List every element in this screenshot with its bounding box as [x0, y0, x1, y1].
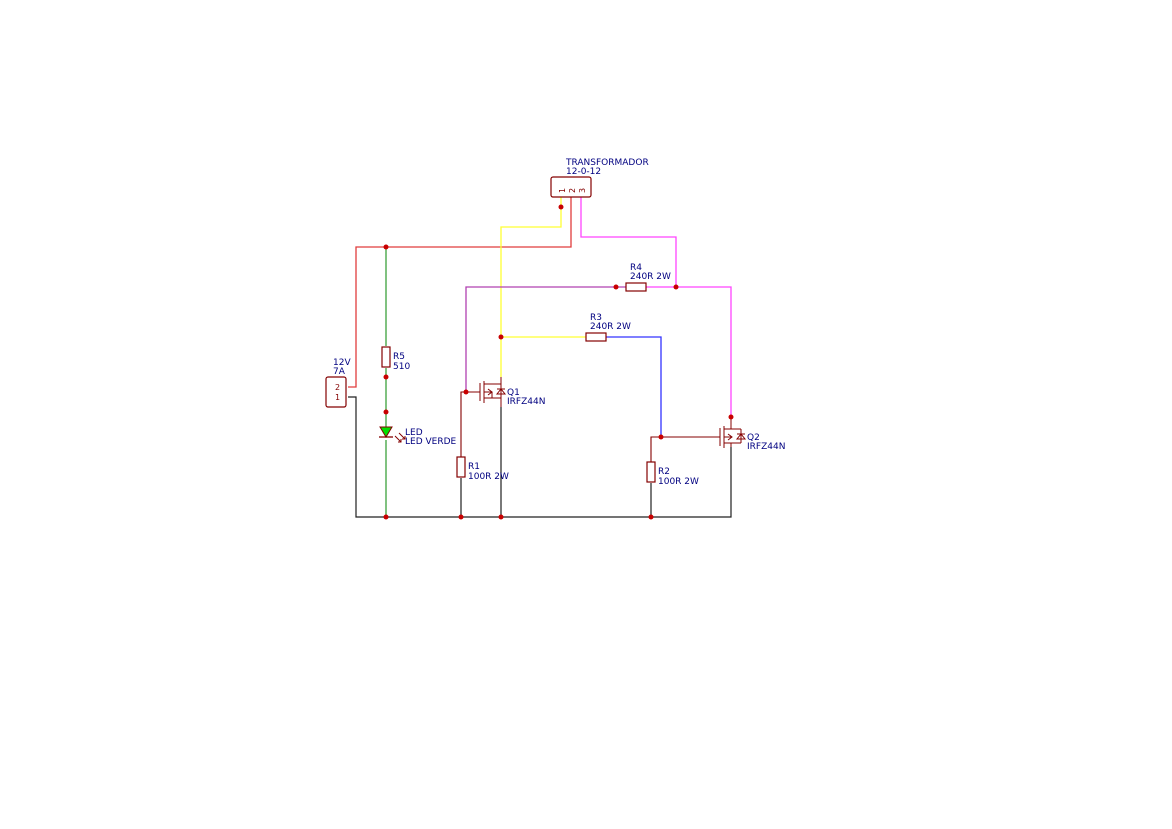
- junction-dot: [498, 334, 504, 340]
- resistor-r4: R4 240R 2W: [625, 263, 671, 292]
- r2-body: [646, 461, 656, 483]
- r5-body: [381, 346, 391, 368]
- q2-ref: Q2: [747, 433, 760, 443]
- transformer-pin-1: 1: [558, 188, 567, 193]
- r5-value: 510: [393, 362, 410, 372]
- led-triangle: [379, 426, 393, 438]
- wire-gate-q2: [650, 436, 720, 462]
- junction-dot: [463, 389, 469, 395]
- wire-blue: [606, 336, 662, 437]
- junction-dot: [728, 414, 734, 420]
- r4-body: [625, 282, 647, 292]
- junction-dot: [613, 284, 619, 290]
- junctions: [383, 204, 734, 520]
- junction-dot: [673, 284, 679, 290]
- wires: [348, 197, 732, 518]
- r5-ref: R5: [393, 352, 405, 362]
- wire-red: [348, 197, 572, 388]
- led-value: LED VERDE: [405, 437, 457, 447]
- wire-magenta: [580, 197, 677, 287]
- transformer-name: TRANSFORMADOR: [565, 158, 649, 168]
- r2-ref: R2: [658, 467, 670, 477]
- r3-value: 240R 2W: [590, 322, 631, 332]
- r1-value: 100R 2W: [468, 472, 509, 482]
- junction-dot: [383, 374, 389, 380]
- r3-ref: R3: [590, 313, 602, 323]
- battery-body: [325, 376, 347, 408]
- battery-pin-2: 2: [335, 383, 340, 392]
- battery-pin-1: 1: [335, 393, 340, 402]
- q1-value: IRFZ44N: [507, 397, 545, 407]
- battery-value: 7A: [333, 367, 346, 377]
- junction-dot: [658, 434, 664, 440]
- led-symbol: LED LED VERDE: [379, 426, 457, 447]
- junction-dot: [558, 204, 564, 210]
- mosfet-q1: [479, 377, 507, 407]
- led-light-arrows-icon: [394, 432, 406, 443]
- resistor-r5: R5 510: [381, 346, 410, 372]
- transformer-body: [550, 176, 592, 198]
- resistor-r2: R2 100R 2W: [646, 461, 699, 487]
- mosfet-q2: [719, 417, 747, 448]
- r4-ref: R4: [630, 263, 642, 273]
- transformer-value: 12-0-12: [566, 167, 601, 177]
- led-ref: LED: [405, 428, 423, 438]
- resistor-r3: R3 240R 2W: [585, 313, 631, 342]
- wire-purple: [465, 286, 626, 392]
- q2-value: IRFZ44N: [747, 442, 785, 452]
- junction-dot: [648, 514, 654, 520]
- q1-ref: Q1: [507, 388, 520, 398]
- transformer-pin-2: 2: [568, 188, 577, 193]
- transformer-connector: TRANSFORMADOR 12-0-12 1 2 3: [550, 158, 649, 198]
- junction-dot: [498, 514, 504, 520]
- transformer-pin-3: 3: [578, 188, 587, 193]
- junction-dot: [458, 514, 464, 520]
- wire-magenta: [646, 286, 732, 417]
- r1-ref: R1: [468, 462, 480, 472]
- r3-body: [585, 332, 607, 342]
- wire-gate-q1: [460, 391, 480, 457]
- junction-dot: [383, 409, 389, 415]
- q2-body-arrow-icon: [727, 433, 733, 441]
- resistor-r1: R1 100R 2W: [456, 456, 509, 482]
- r4-value: 240R 2W: [630, 272, 671, 282]
- junction-dot: [383, 514, 389, 520]
- r2-value: 100R 2W: [658, 477, 699, 487]
- battery-connector: 12V 7A 2 1: [325, 358, 351, 408]
- junction-dot: [383, 244, 389, 250]
- wire-ground: [348, 396, 732, 518]
- r1-body: [456, 456, 466, 478]
- wire-yellow: [500, 197, 562, 377]
- battery-name: 12V: [333, 358, 351, 368]
